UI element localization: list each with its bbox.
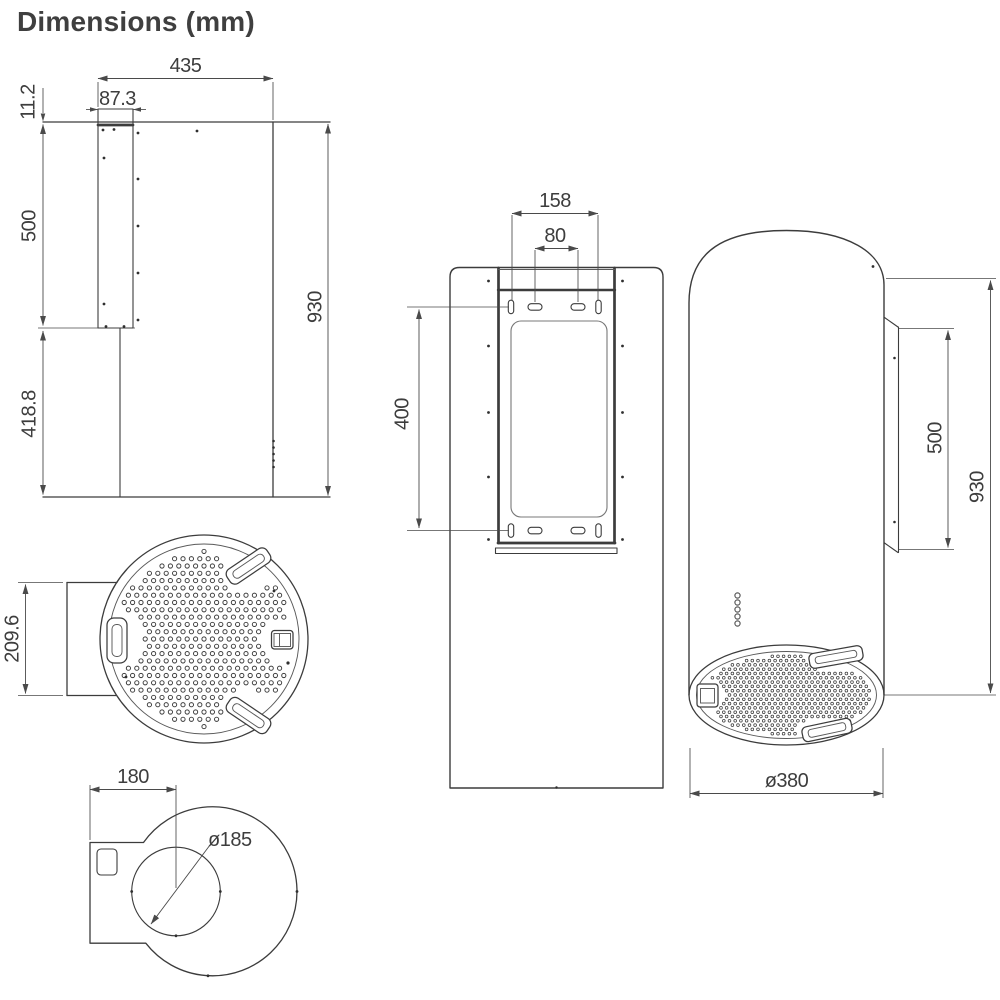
dim-mount-width: 158 [539,190,571,212]
top-view-dimensions: ø185 180 [89,766,252,925]
page-title: Dimensions (mm) [17,6,255,37]
dim-bracket-width: 87.3 [99,88,136,110]
dim-duct-offset: 180 [117,766,149,788]
dim-overall-height: 930 [304,291,326,323]
plate-bottom-lip [494,547,618,555]
filter-tab-bottom [225,696,272,735]
front-view-rivets [487,279,624,789]
cylinder-front-outline [449,266,664,789]
mount-slots-bottom [507,523,602,538]
filter-perforations-profile [710,654,871,736]
filter-panel-outline [108,543,300,735]
top-view-outline [89,806,298,977]
dim-duct-height: 209.6 [1,615,23,663]
filter-tab-bottom-profile [801,717,853,743]
front-view-dimensions: 158 80 400 [391,190,599,531]
side-view-holes [101,128,199,328]
mounting-plate [494,266,618,555]
control-buttons-edge [272,439,275,469]
duct-detail-square [96,848,118,876]
mounting-bracket-side [97,108,134,329]
dim-top-offset: 11.2 [17,84,39,120]
filter-tab-left [106,617,128,664]
control-buttons [734,592,741,627]
bottom-view-dimensions: 209.6 [1,582,63,696]
side-view-dimensions: 435 87.3 11.2 500 418.8 930 [17,55,331,496]
dim-width-435: 435 [170,55,202,77]
front-view: 158 80 400 [391,190,664,789]
filter-latch-profile [696,683,719,708]
dim-body-diameter: ø380 [765,770,809,792]
dim-bracket-height: 500 [18,210,40,242]
filter-perforations [121,548,287,730]
plate-window [510,320,608,518]
dim-mount-height: 400 [391,398,413,430]
wall-bracket-profile [883,316,900,554]
dim-mount-inner-width: 80 [544,225,566,247]
body-outline-circle [99,534,309,744]
profile-view-dimensions: 930 500 ø380 [689,278,996,798]
filter-latch [124,589,294,679]
side-view: 435 87.3 11.2 500 418.8 930 [17,55,331,498]
bottom-view: 209.6 [1,534,309,744]
filter-tab-top-profile [808,645,864,669]
duct-box [66,581,118,697]
cylinder-profile-outline [688,229,885,696]
dim-duct-diameter: ø185 [208,829,252,851]
side-view-outline [38,108,331,498]
mount-slots-top [507,299,602,315]
dim-overall-height-profile: 930 [966,471,988,503]
filter-tab-top [225,547,272,585]
dim-bracket-height-profile: 500 [924,422,946,454]
top-view: ø185 180 [89,766,299,978]
profile-view: 930 500 ø380 [688,229,996,798]
dim-lower-height: 418.8 [18,390,40,438]
